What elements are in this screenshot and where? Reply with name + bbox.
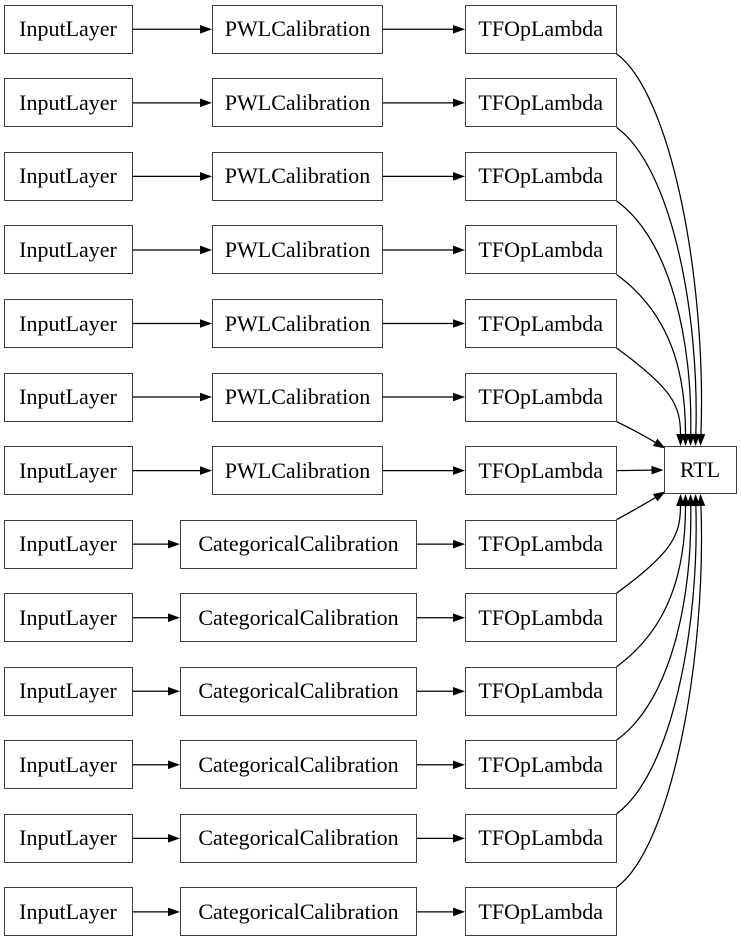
node-pwlcalibration: PWLCalibration [212,446,383,496]
node-inputlayer: InputLayer [3,78,133,128]
node-inputlayer: InputLayer [3,4,133,54]
arrowhead [453,172,465,181]
node-pwlcalibration: PWLCalibration [212,225,383,275]
arrowhead [652,491,666,502]
node-tfoplambda: TFOpLambda [465,78,617,128]
edge [616,347,682,435]
node-inputlayer: InputLayer [3,593,133,643]
node-rtl: RTL [663,446,737,494]
node-tfoplambda: TFOpLambda [465,299,617,348]
edge [616,505,697,815]
node-categoricalcalibration: CategoricalCalibration [180,666,417,716]
node-inputlayer: InputLayer [3,299,133,348]
node-pwlcalibration: PWLCalibration [212,78,383,128]
node-categoricalcalibration: CategoricalCalibration [180,519,417,569]
node-inputlayer: InputLayer [3,151,133,201]
node-inputlayer: InputLayer [3,372,133,422]
arrowhead [453,25,465,34]
arrowhead [168,834,180,843]
node-tfoplambda: TFOpLambda [465,372,617,422]
edge [616,497,656,521]
edge [616,505,692,741]
arrowhead [453,245,465,255]
node-inputlayer: InputLayer [3,519,133,569]
arrowhead [200,98,212,108]
node-inputlayer: InputLayer [3,887,133,937]
node-tfoplambda: TFOpLambda [465,887,617,937]
node-pwlcalibration: PWLCalibration [212,299,383,348]
node-tfoplambda: TFOpLambda [465,519,617,569]
arrowhead [200,319,212,328]
arrowhead [168,539,180,549]
arrowhead [200,392,212,402]
arrowhead [453,466,465,475]
node-tfoplambda: TFOpLambda [465,446,617,496]
node-pwlcalibration: PWLCalibration [212,372,383,422]
arrowhead [453,907,465,917]
node-tfoplambda: TFOpLambda [465,151,617,201]
node-inputlayer: InputLayer [3,666,133,716]
arrowhead [652,438,666,449]
arrowhead [453,539,465,549]
arrowhead [453,319,465,328]
edge [616,420,656,443]
node-pwlcalibration: PWLCalibration [212,4,383,54]
arrowhead [168,760,180,770]
arrowhead [453,392,465,402]
node-inputlayer: InputLayer [3,446,133,496]
arrowhead [453,760,465,770]
node-pwlcalibration: PWLCalibration [212,151,383,201]
arrowhead [168,907,180,917]
arrowhead [200,25,212,34]
edge [616,53,703,435]
arrowhead [200,245,212,255]
node-tfoplambda: TFOpLambda [465,740,617,790]
edge [616,200,692,435]
node-inputlayer: InputLayer [3,225,133,275]
node-categoricalcalibration: CategoricalCalibration [180,887,417,937]
node-inputlayer: InputLayer [3,740,133,790]
arrowhead [453,834,465,843]
node-categoricalcalibration: CategoricalCalibration [180,740,417,790]
edge [616,273,687,435]
node-tfoplambda: TFOpLambda [465,4,617,54]
arrowhead [676,434,685,446]
arrowhead [696,494,706,507]
arrowhead [453,686,465,696]
node-tfoplambda: TFOpLambda [465,813,617,863]
edge [616,505,687,668]
edge [616,505,682,594]
arrowhead [168,686,180,696]
node-tfoplambda: TFOpLambda [465,593,617,643]
arrowhead [651,465,664,475]
node-categoricalcalibration: CategoricalCalibration [180,593,417,643]
arrowhead [168,613,180,622]
arrowhead [453,98,465,108]
node-categoricalcalibration: CategoricalCalibration [180,813,417,863]
node-tfoplambda: TFOpLambda [465,225,617,275]
node-inputlayer: InputLayer [3,813,133,863]
arrowhead [200,172,212,181]
edge [616,505,703,888]
arrowhead [200,466,212,475]
arrowhead [453,613,465,622]
edge [616,126,697,435]
node-tfoplambda: TFOpLambda [465,666,617,716]
